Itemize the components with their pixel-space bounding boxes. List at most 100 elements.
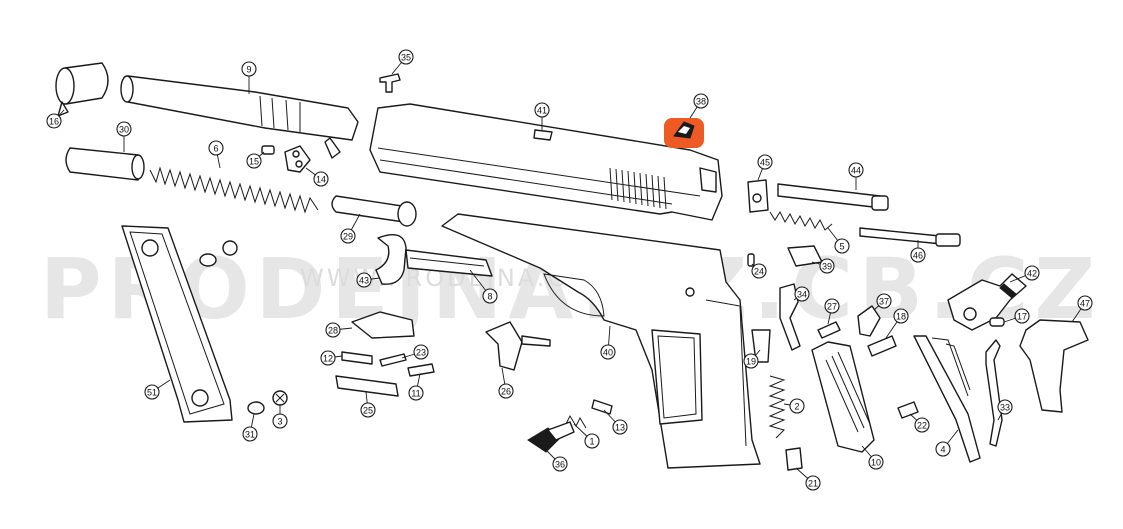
part-3-grip-screw — [272, 390, 288, 406]
callout-circle-4 — [935, 441, 951, 457]
callout-number-5: 5 — [839, 242, 844, 252]
callout-29: 29 — [340, 213, 361, 244]
callout-circle-5 — [834, 238, 850, 254]
callout-circle-11 — [408, 385, 424, 401]
callout-number-16: 16 — [49, 117, 59, 127]
callout-circle-24 — [751, 263, 767, 279]
callout-circle-45 — [757, 154, 773, 170]
callout-number-29: 29 — [343, 232, 353, 242]
part-11-pin — [407, 363, 435, 377]
callout-51: 51 — [144, 379, 171, 400]
callout-9: 9 — [241, 61, 257, 94]
callout-circle-9 — [241, 61, 257, 77]
callout-number-13: 13 — [615, 423, 625, 433]
callout-30: 30 — [116, 121, 132, 152]
callout-number-8: 8 — [487, 292, 492, 302]
callout-number-17: 17 — [1017, 312, 1027, 322]
part-38-front-sight — [664, 118, 704, 148]
callout-40: 40 — [600, 325, 616, 360]
part-41-slide — [369, 103, 723, 221]
callout-circle-31 — [242, 426, 258, 442]
callout-number-44: 44 — [851, 166, 861, 176]
callout-number-43: 43 — [359, 276, 369, 286]
callout-26: 26 — [498, 367, 514, 399]
callout-circle-6 — [208, 140, 224, 156]
callout-circle-8 — [482, 288, 498, 304]
callout-number-25: 25 — [363, 406, 373, 416]
part-43-trigger — [375, 234, 407, 285]
part-40-frame — [441, 213, 761, 469]
callout-19: 19 — [743, 349, 761, 369]
callout-number-33: 33 — [1000, 403, 1010, 413]
callout-1: 1 — [573, 423, 600, 449]
callout-circle-42 — [1024, 265, 1040, 281]
callout-circle-10 — [868, 454, 884, 470]
callout-4: 4 — [935, 429, 959, 457]
part-17-pin — [989, 317, 1005, 327]
callout-36: 36 — [545, 449, 568, 472]
callout-number-24: 24 — [754, 267, 764, 277]
callout-number-38: 38 — [696, 97, 706, 107]
callout-circle-29 — [340, 228, 356, 244]
callout-number-3: 3 — [277, 417, 282, 427]
callout-number-12: 12 — [323, 354, 333, 364]
callout-number-2: 2 — [794, 402, 799, 412]
callout-43: 43 — [356, 272, 381, 288]
callout-3: 3 — [272, 404, 288, 429]
callout-39: 39 — [811, 258, 835, 274]
part-16-barrel-bushing — [55, 62, 109, 117]
part-44-firing-pin — [777, 183, 889, 211]
callout-12: 12 — [320, 350, 343, 366]
callout-number-28: 28 — [328, 326, 338, 336]
callout-8: 8 — [469, 269, 498, 304]
callout-number-40: 40 — [603, 348, 613, 358]
callout-circle-19 — [743, 353, 759, 369]
part-22-pin — [897, 401, 919, 419]
callout-5: 5 — [827, 227, 850, 254]
callout-24: 24 — [751, 263, 767, 279]
part-grip-screws-top — [199, 240, 238, 267]
callout-circle-36 — [552, 456, 568, 472]
callout-circle-12 — [320, 350, 336, 366]
part-5-firing-pin-spring — [769, 210, 833, 231]
callout-number-6: 6 — [213, 144, 218, 154]
part-6-recoil-spring — [149, 166, 319, 214]
part-37-disconnector — [857, 305, 881, 337]
callout-33: 33 — [997, 399, 1013, 421]
callout-number-34: 34 — [797, 290, 807, 300]
callout-35: 35 — [391, 49, 414, 75]
callout-number-41: 41 — [537, 106, 547, 116]
callout-circle-35 — [398, 49, 414, 65]
callout-37: 37 — [873, 293, 892, 311]
callout-number-22: 22 — [917, 421, 927, 431]
callout-6: 6 — [208, 140, 224, 169]
callout-11: 11 — [408, 373, 424, 401]
callout-16: 16 — [46, 109, 65, 129]
callout-42: 42 — [1009, 265, 1040, 283]
callout-circle-17 — [1014, 308, 1030, 324]
callout-circle-16 — [46, 113, 62, 129]
part-8-trigger-bow — [405, 249, 493, 277]
callout-22: 22 — [909, 413, 930, 433]
part-18-pin — [867, 335, 897, 357]
callout-25: 25 — [360, 391, 376, 418]
part-47-mainspring-housing — [1019, 319, 1089, 413]
part-34-sear — [779, 283, 801, 351]
callout-circle-30 — [116, 121, 132, 137]
callout-45: 45 — [757, 154, 773, 181]
callout-15: 15 — [246, 151, 265, 169]
part-35-ejector — [379, 73, 401, 93]
part-42-hammer — [947, 273, 1027, 331]
callout-31: 31 — [242, 413, 258, 442]
part-23-pin — [379, 353, 407, 367]
callout-number-18: 18 — [896, 312, 906, 322]
callout-number-27: 27 — [827, 302, 837, 312]
callout-13: 13 — [603, 409, 628, 435]
callout-number-47: 47 — [1080, 299, 1090, 309]
callout-circle-27 — [824, 298, 840, 314]
callout-18: 18 — [885, 308, 909, 339]
part-4-sear-spring — [913, 335, 981, 463]
callout-circle-41 — [534, 102, 550, 118]
callout-38: 38 — [689, 93, 709, 119]
